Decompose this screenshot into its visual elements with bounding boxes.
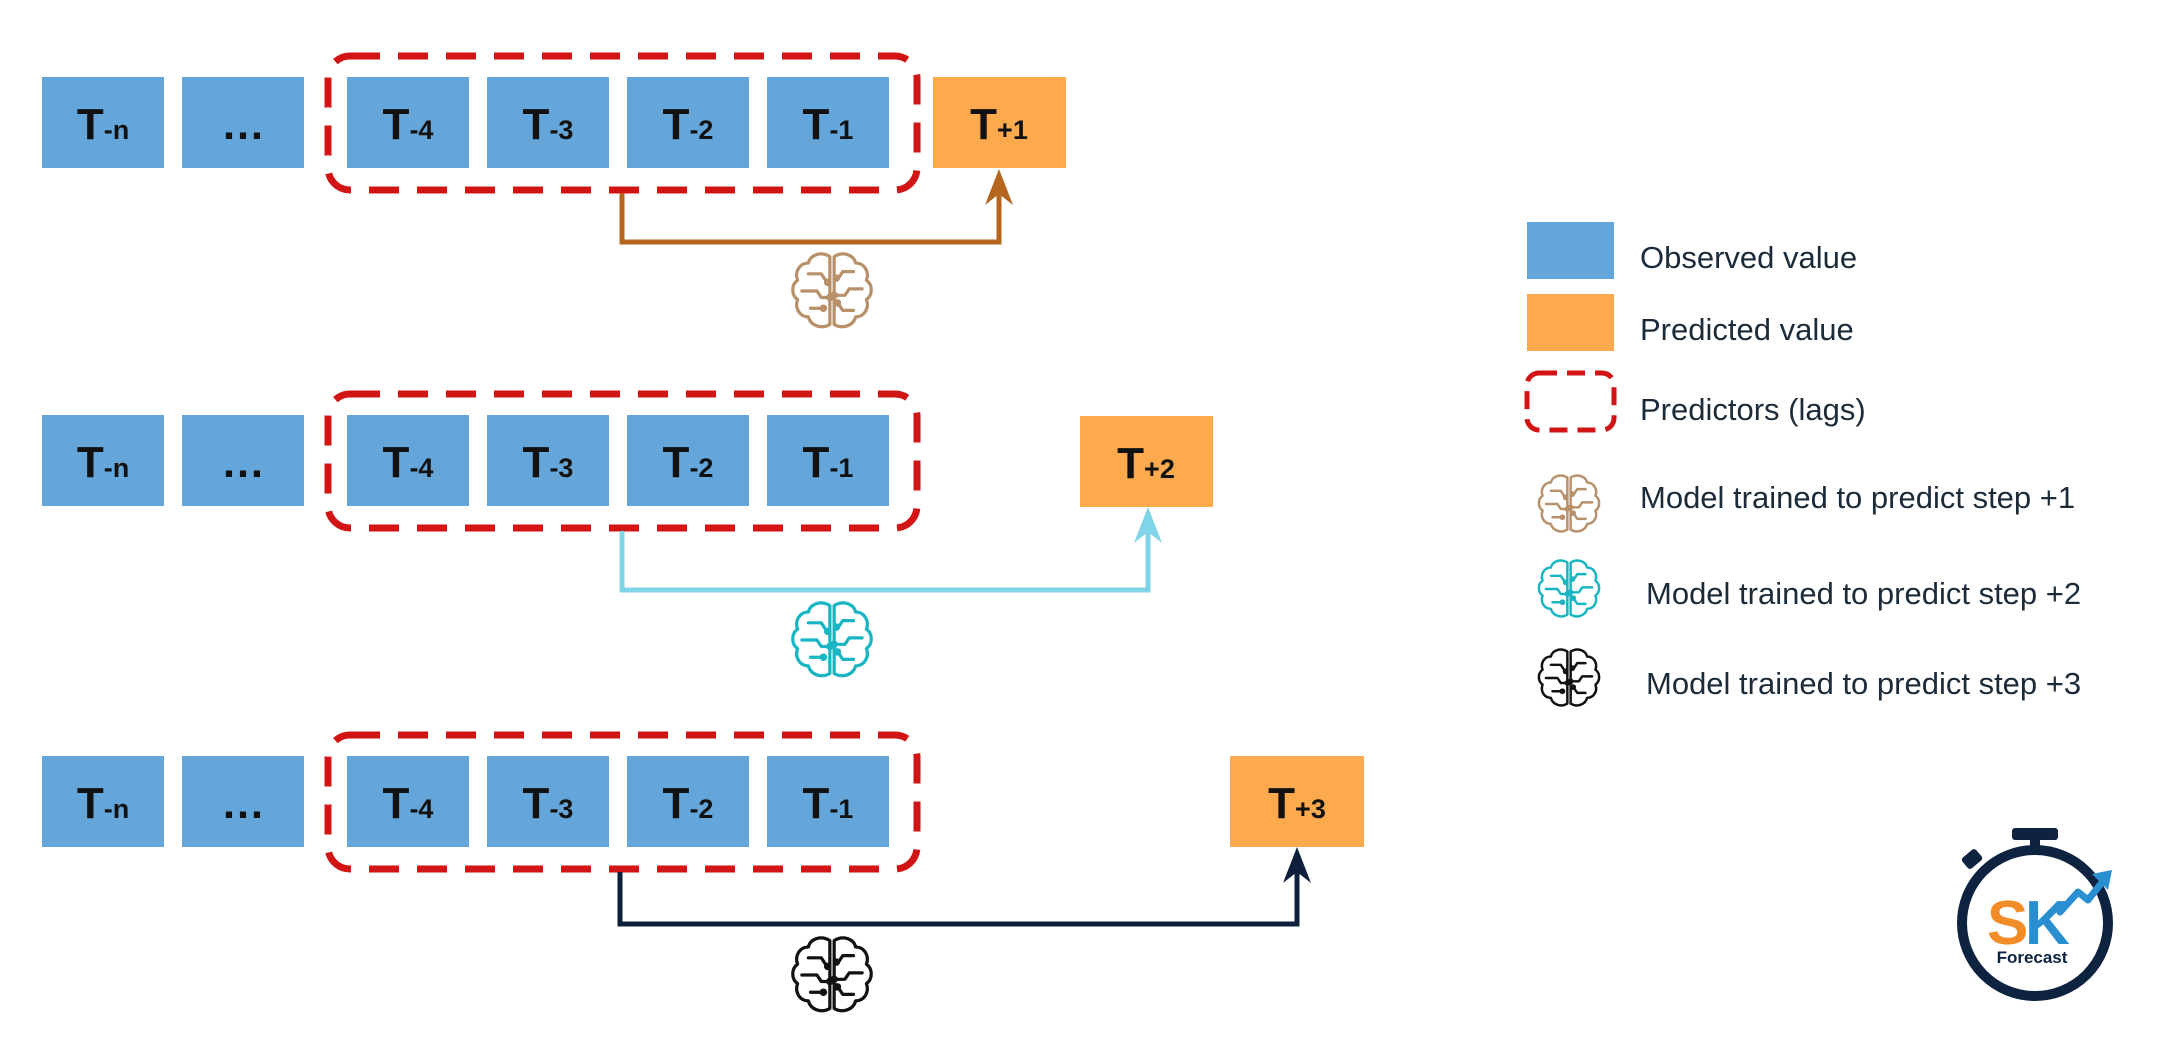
skforecast-logo: S K Forecast (1935, 812, 2135, 1012)
observed-cell: T-n (42, 77, 164, 168)
svg-text:T-n: T-n (77, 438, 129, 487)
legend-predictors-label: Predictors (lags) (1640, 392, 1866, 427)
lag-cell: T-3 (487, 415, 609, 506)
brain-circuit-icon (791, 601, 873, 678)
legend: Observed value Predicted value Predictor… (1524, 222, 2081, 707)
brain-circuit-icon (1537, 474, 1601, 533)
predicted-cell: T+3 (1230, 756, 1364, 847)
lag-cell: T-2 (627, 415, 749, 506)
predicted-cell: T+2 (1080, 416, 1213, 507)
arrow-head (985, 169, 1013, 205)
observed-cell-ellipsis: … (182, 756, 304, 847)
brain-circuit-icon (791, 252, 873, 329)
legend-predicted-label: Predicted value (1640, 312, 1854, 347)
lag-cell: T-1 (767, 415, 889, 506)
arrow-head (1134, 507, 1162, 543)
logo-letter-k: K (2025, 889, 2070, 958)
arrow-step-2 (619, 520, 1151, 593)
legend-predicted-swatch (1527, 294, 1614, 351)
svg-text:…: … (221, 438, 265, 487)
legend-model-step2-label: Model trained to predict step +2 (1646, 576, 2081, 611)
row-step-3: T-n … T-4 T-3 T-2 T-1 T+3 (42, 731, 1364, 1013)
svg-text:T-4: T-4 (383, 100, 434, 149)
trend-arrow-head (2092, 870, 2112, 890)
svg-text:T-n: T-n (77, 100, 129, 149)
svg-text:T-2: T-2 (663, 438, 714, 487)
svg-text:T-3: T-3 (523, 779, 574, 828)
lag-cell: T-2 (627, 756, 749, 847)
lag-cell: T-4 (347, 756, 469, 847)
svg-text:T-4: T-4 (383, 779, 434, 828)
observed-cell: T-n (42, 415, 164, 506)
predicted-cell: T+1 (933, 77, 1066, 168)
lag-cell: T-2 (627, 77, 749, 168)
svg-text:T+1: T+1 (970, 100, 1028, 149)
lag-cell: T-1 (767, 77, 889, 168)
legend-observed-swatch (1527, 222, 1614, 279)
svg-text:T-4: T-4 (383, 438, 434, 487)
row-step-2: T-n … T-4 T-3 T-2 T-1 T+2 (42, 390, 1213, 678)
svg-text:T-2: T-2 (663, 100, 714, 149)
svg-text:T-n: T-n (77, 779, 129, 828)
legend-observed-label: Observed value (1640, 240, 1857, 275)
svg-text:T+2: T+2 (1117, 439, 1175, 488)
svg-text:T-1: T-1 (803, 438, 854, 487)
svg-text:…: … (221, 100, 265, 149)
legend-model-step1-label: Model trained to predict step +1 (1640, 480, 2075, 515)
arrow-step-1 (619, 182, 1002, 245)
svg-text:T-3: T-3 (523, 438, 574, 487)
legend-predictors-swatch (1524, 370, 1617, 433)
predictors-lags-frame (324, 731, 921, 873)
predictors-lags-frame (324, 390, 921, 532)
observed-cell: T-n (42, 756, 164, 847)
lag-cell: T-4 (347, 415, 469, 506)
arrow-step-3 (617, 860, 1300, 927)
stopwatch-icon (1957, 828, 2113, 1001)
observed-cell-ellipsis: … (182, 77, 304, 168)
brain-circuit-icon (1537, 648, 1601, 707)
arrow-head (1283, 847, 1311, 883)
lag-cell: T-1 (767, 756, 889, 847)
logo-word: Forecast (1997, 948, 2068, 967)
svg-text:T-1: T-1 (803, 779, 854, 828)
brain-circuit-icon (791, 936, 873, 1013)
svg-text:T-2: T-2 (663, 779, 714, 828)
logo-letter-s: S (1987, 889, 2028, 958)
lag-cell: T-3 (487, 756, 609, 847)
observed-cell-ellipsis: … (182, 415, 304, 506)
brain-circuit-icon (1537, 559, 1601, 618)
svg-text:T+3: T+3 (1268, 779, 1326, 828)
trend-arrow-icon (2056, 876, 2108, 916)
predictors-lags-frame (324, 52, 921, 194)
legend-model-step3-label: Model trained to predict step +3 (1646, 666, 2081, 701)
svg-text:T-3: T-3 (523, 100, 574, 149)
lag-cell: T-4 (347, 77, 469, 168)
lag-cell: T-3 (487, 77, 609, 168)
row-step-1: T-n … T-4 T-3 T-2 T-1 T+1 (42, 52, 1066, 329)
svg-text:T-1: T-1 (803, 100, 854, 149)
svg-text:…: … (221, 779, 265, 828)
